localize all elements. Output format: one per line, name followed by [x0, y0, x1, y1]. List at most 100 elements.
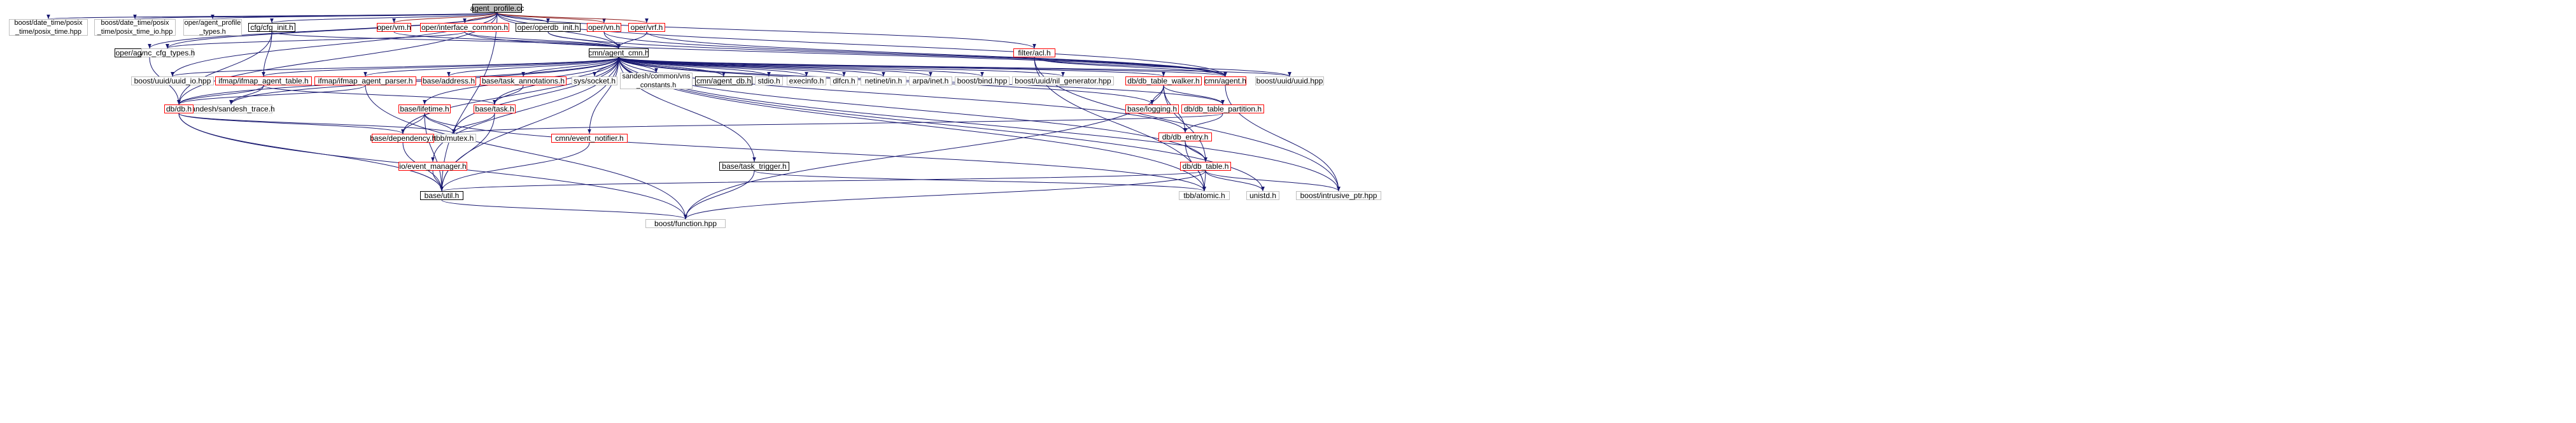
edge-iface-common-to-cmn-agent [464, 31, 1227, 77]
node-cmn-agent[interactable]: cmn/agent.h [1204, 76, 1247, 85]
edge-ifmap-agent-table-to-base-task [263, 85, 496, 105]
edge-cmn-agent-to-intrusive-ptr [1225, 85, 1341, 192]
edge-cmn-agent-cmn-to-boost-bind [618, 57, 984, 77]
edge-cfg-init-to-db-db [177, 31, 272, 105]
node-db-entry[interactable]: db/db_entry.h [1158, 133, 1212, 141]
node-db-table[interactable]: db/db_table.h [1180, 162, 1231, 171]
node-base-dependency[interactable]: base/dependency.h [370, 134, 436, 143]
node-task-annotations[interactable]: base/task_annotations.h [480, 76, 567, 85]
edge-db-table-to-boost-function [684, 170, 1206, 220]
node-sandesh-trace[interactable]: sandesh/sandesh_trace.h [187, 104, 275, 113]
node-intrusive-ptr[interactable]: boost/intrusive_ptr.hpp [1296, 191, 1381, 200]
node-oper-vn[interactable]: oper/vn.h [587, 23, 621, 32]
node-execinfo[interactable]: execinfo.h [787, 76, 826, 85]
edge-db-table-walker-to-db-table [1163, 85, 1207, 162]
node-base-address[interactable]: base/address.h [421, 76, 476, 85]
node-netinet-in[interactable]: netinet/in.h [861, 76, 906, 85]
node-uuid-io[interactable]: boost/uuid/uuid_io.hpp [131, 76, 214, 85]
node-db-db[interactable]: db/db.h [164, 104, 194, 113]
edge-ifmap-agent-parser-to-db-db [177, 85, 366, 105]
edge-base-lifetime-to-base-util [424, 113, 444, 192]
edge-iface-common-to-cmn-agent-cmn [464, 31, 621, 49]
node-db-table-walker[interactable]: db/db_table_walker.h [1125, 76, 1202, 85]
node-oper-vrf[interactable]: oper/vrf.h [628, 23, 665, 32]
node-unistd[interactable]: unistd.h [1246, 191, 1279, 200]
edge-root-to-filter-acl [496, 12, 1036, 49]
edge-oper-vrf-to-cmn-agent-cmn [617, 31, 647, 49]
edge-cmn-agent-cmn-to-netinet-in [618, 57, 885, 77]
edge-db-table-to-base-util [440, 170, 1206, 192]
node-cfg-init[interactable]: cfg/cfg_init.h [248, 23, 295, 32]
node-boost-uuid[interactable]: boost/uuid/uuid.hpp [1255, 76, 1324, 85]
edge-db-table-walker-to-base-logging [1150, 85, 1164, 105]
edge-db-db-to-base-dependency [178, 113, 405, 134]
edge-db-entry-to-db-table [1185, 141, 1207, 162]
edge-iface-common-to-vnc-cfg-types [165, 31, 465, 49]
edge-db-table-walker-to-boost-function [684, 85, 1164, 220]
node-ifmap-agent-table[interactable]: ifmap/ifmap_agent_table.h [215, 76, 312, 85]
node-iface-common[interactable]: oper/interface_common.h [420, 23, 509, 32]
edge-cfg-init-to-cmn-agent-cmn [271, 31, 621, 49]
node-boost-bind[interactable]: boost/bind.hpp [955, 76, 1010, 85]
node-arpa-inet[interactable]: arpa/inet.h [909, 76, 952, 85]
edge-base-task-to-base-util [440, 113, 495, 192]
edge-cmn-agent-cmn-to-base-dependency [401, 57, 619, 134]
node-sys-socket[interactable]: sys/socket.h [572, 76, 617, 85]
node-posix-time[interactable]: boost/date_time/posix _time/posix_time.h… [9, 19, 88, 36]
node-cmn-agent-cmn[interactable]: cmn/agent_cmn.h [588, 48, 649, 57]
edge-cmn-agent-cmn-to-boost-uuid [618, 57, 1292, 77]
edge-base-lifetime-to-tbb-atomic [424, 113, 1206, 192]
edge-cmn-agent-cmn-to-tbb-mutex [452, 57, 619, 134]
edge-root-to-vnc-cfg-types [165, 12, 498, 49]
node-tbb-atomic[interactable]: tbb/atomic.h [1179, 191, 1230, 200]
node-base-lifetime[interactable]: base/lifetime.h [398, 104, 451, 113]
edge-ifmap-agent-parser-to-boost-function [365, 85, 687, 220]
edge-cmn-agent-cmn-to-event-manager [431, 57, 619, 162]
node-base-logging[interactable]: base/logging.h [1125, 104, 1179, 113]
node-task-trigger[interactable]: base/task_trigger.h [719, 162, 789, 171]
edge-base-util-to-boost-function [441, 199, 687, 220]
node-db-table-partition[interactable]: db/db_table_partition.h [1181, 104, 1264, 113]
node-agent-profile-types[interactable]: oper/agent_profile _types.h [183, 19, 242, 36]
node-dlfcn[interactable]: dlfcn.h [830, 76, 858, 85]
edge-cmn-agent-cmn-to-nil-generator [618, 57, 1065, 77]
edge-ifmap-agent-table-to-sandesh-trace [229, 85, 264, 105]
node-vns-constants[interactable]: sandesh/common/vns _constants.h [620, 73, 693, 89]
edge-root-to-agent-profile-types [211, 12, 498, 20]
edge-task-trigger-to-tbb-atomic [754, 170, 1206, 192]
node-stdio[interactable]: stdio.h [755, 76, 783, 85]
node-operdb-init[interactable]: oper/operdb_init.h [516, 23, 581, 32]
edge-cmn-agent-cmn-to-uuid-io [171, 57, 619, 77]
edge-cmn-agent-cmn-to-ifmap-agent-table [262, 57, 619, 77]
edge-root-to-oper-vrf [496, 12, 649, 24]
node-base-task[interactable]: base/task.h [474, 104, 516, 113]
node-boost-function[interactable]: boost/function.hpp [645, 219, 726, 228]
edge-cmn-agent-cmn-to-ifmap-agent-parser [363, 57, 619, 77]
edge-task-annotations-to-base-task [493, 85, 524, 105]
node-nil-generator[interactable]: boost/uuid/nil_generator.hpp [1012, 76, 1114, 85]
node-posix-time-io[interactable]: boost/date_time/posix _time/posix_time_i… [94, 19, 176, 36]
node-oper-vm[interactable]: oper/vm.h [377, 23, 411, 32]
node-tbb-mutex[interactable]: tbb/mutex.h [432, 134, 476, 143]
node-root[interactable]: agent_profile.cc [470, 4, 524, 13]
node-cmn-agent-db[interactable]: cmn/agent_db.h [695, 76, 752, 85]
node-ifmap-agent-parser[interactable]: ifmap/ifmap_agent_parser.h [314, 76, 416, 85]
node-event-notifier[interactable]: cmn/event_notifier.h [551, 134, 628, 143]
edge-root-to-cfg-init [270, 12, 498, 24]
edge-event-notifier-to-base-util [440, 142, 590, 192]
edge-base-lifetime-to-base-dependency [401, 113, 425, 134]
edge-cmn-agent-cmn-to-stdio [618, 57, 771, 77]
node-base-util[interactable]: base/util.h [420, 191, 463, 200]
edge-filter-acl-to-boost-uuid [1034, 57, 1292, 77]
edge-base-lifetime-to-tbb-mutex [424, 113, 456, 134]
edge-cmn-agent-db-to-cmn-agent-cmn [617, 57, 724, 77]
node-filter-acl[interactable]: filter/acl.h [1013, 48, 1055, 57]
edge-task-trigger-to-boost-function [684, 170, 755, 220]
edge-db-table-partition-to-db-entry [1183, 113, 1223, 133]
edge-root-to-base-util [440, 12, 498, 192]
node-event-manager[interactable]: io/event_manager.h [398, 162, 467, 171]
node-vnc-cfg-types[interactable]: vnc_cfg_types.h [139, 48, 195, 57]
edge-cmn-agent-cmn-to-db-entry [618, 57, 1187, 133]
edge-cmn-agent-cmn-to-base-address [447, 57, 619, 77]
